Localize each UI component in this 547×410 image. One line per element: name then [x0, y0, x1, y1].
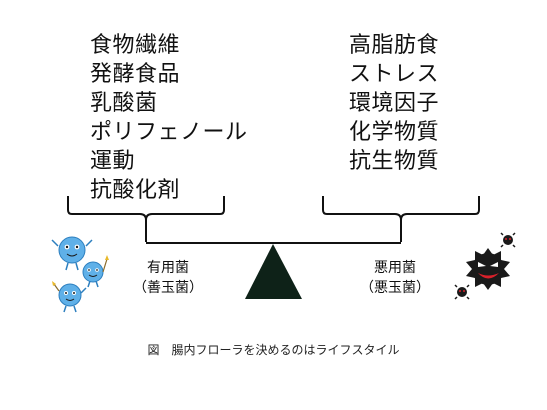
left-factor: 食物繊維	[90, 33, 181, 58]
right-factor-list: 高脂肪食 ストレス 環境因子 化学物質 抗生物質	[349, 31, 439, 176]
bad-bacterium-icon	[500, 232, 516, 248]
bad-bacteria-name: 悪用菌	[374, 260, 416, 276]
good-bacterium-icon	[82, 255, 109, 288]
left-factor: 発酵食品	[90, 62, 181, 87]
good-bacteria-name: 有用菌	[147, 260, 189, 276]
bad-bacteria-label: 悪用菌 （悪玉菌）	[347, 258, 443, 298]
good-bacterium-icon	[51, 236, 93, 271]
fulcrum-triangle	[245, 244, 302, 299]
figure-caption: 図 腸内フローラを決めるのはライフスタイル	[147, 343, 400, 357]
bad-bacterium-icon	[466, 248, 510, 290]
good-bacteria-label: 有用菌 （善玉菌）	[120, 258, 216, 298]
good-bacteria-illustration	[51, 236, 109, 313]
right-factor: 高脂肪食	[349, 33, 440, 58]
left-factor: 乳酸菌	[90, 91, 158, 116]
left-factor: ポリフェノール	[90, 120, 248, 145]
bad-bacteria-illustration	[454, 232, 516, 300]
left-factor-list: 食物繊維 発酵食品 乳酸菌 ポリフェノール 運動 抗酸化剤	[90, 31, 248, 205]
left-factor: 運動	[90, 149, 136, 174]
bad-bacteria-alias: （悪玉菌）	[360, 280, 430, 296]
left-brace	[67, 196, 225, 242]
bad-bacterium-icon	[454, 284, 470, 300]
good-bacterium-icon	[52, 281, 87, 313]
good-bacteria-alias: （善玉菌）	[133, 280, 203, 296]
right-factor: ストレス	[349, 62, 440, 87]
right-factor: 抗生物質	[349, 149, 440, 174]
left-factor: 抗酸化剤	[90, 178, 181, 203]
right-brace	[322, 196, 480, 242]
right-factor: 環境因子	[349, 91, 440, 116]
right-factor: 化学物質	[349, 120, 440, 145]
